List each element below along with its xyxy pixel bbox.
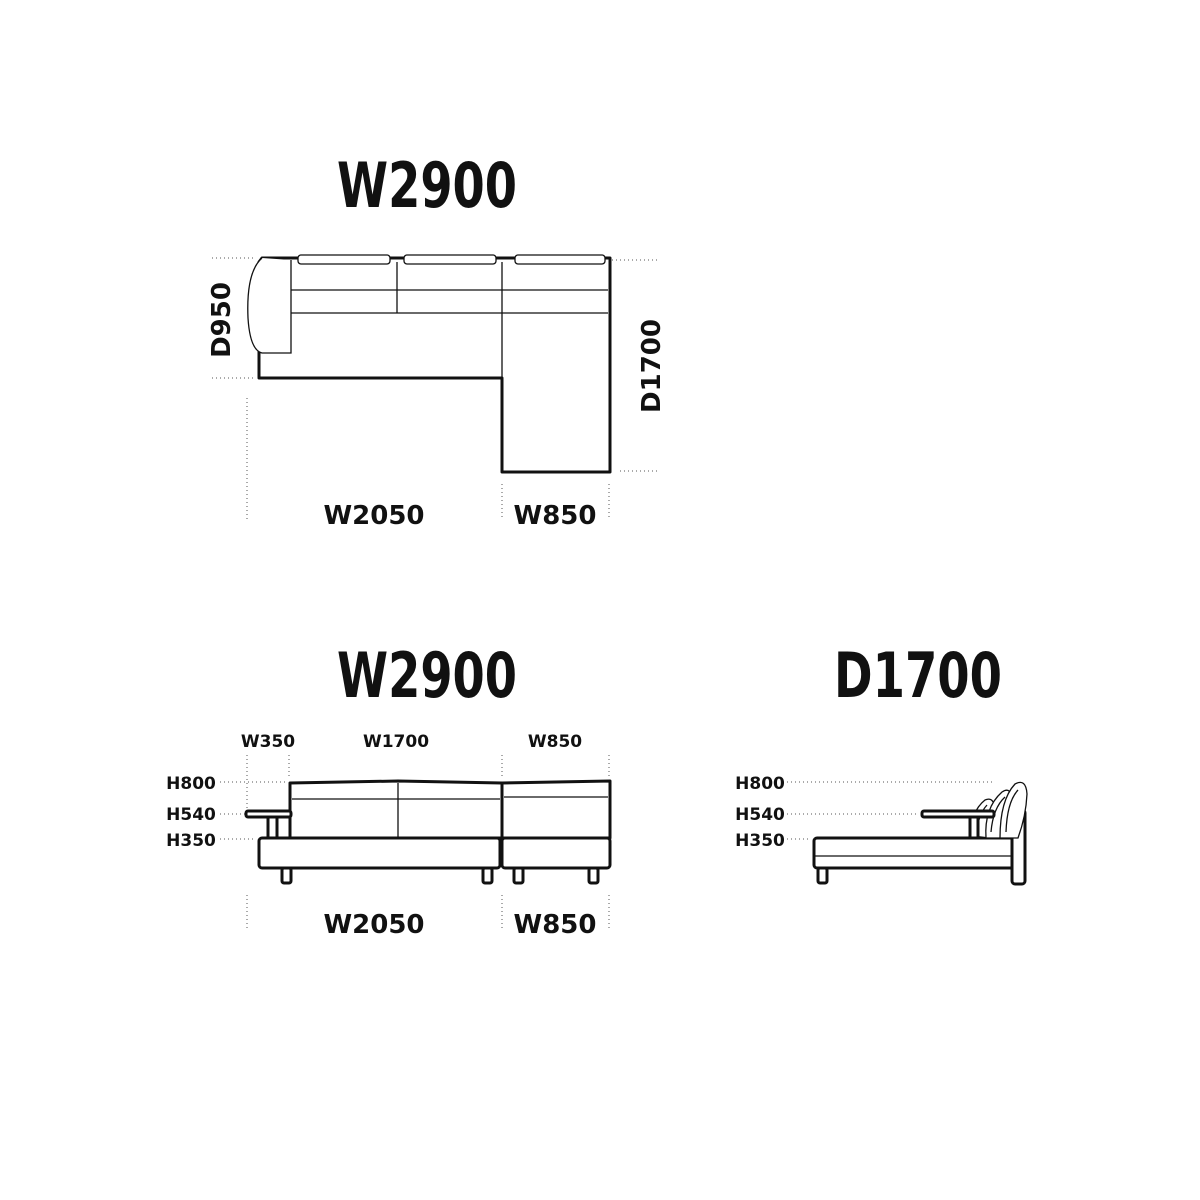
front-base-left <box>257 836 502 870</box>
side-h540-label: H540 <box>735 805 785 825</box>
front-right-width-label: W850 <box>528 732 582 752</box>
plan-view: W2900 D950 D1700 W2050 W850 <box>207 149 667 531</box>
side-base <box>812 836 1016 870</box>
front-h350-label: H350 <box>166 831 216 851</box>
plan-title: W2900 <box>337 149 517 222</box>
plan-back-cushion <box>297 254 391 265</box>
plan-depth-left-label: D950 <box>207 282 237 358</box>
front-width-left-label: W2050 <box>323 910 424 940</box>
front-back-right <box>500 779 612 840</box>
front-h800-label: H800 <box>166 774 216 794</box>
side-leg <box>816 866 829 885</box>
plan-back-cushion <box>403 254 497 265</box>
front-view: W2900 W350 W1700 W850 H800 H540 H350 <box>166 639 612 940</box>
plan-width-left-label: W2050 <box>323 501 424 531</box>
front-leg <box>587 866 600 885</box>
side-arm-tray <box>920 809 996 819</box>
front-title: W2900 <box>337 639 517 712</box>
front-leg <box>512 866 525 885</box>
front-arm-width-label: W350 <box>241 732 295 752</box>
side-view: D1700 H800 H540 H350 <box>735 639 1028 886</box>
side-arm-post <box>968 815 980 840</box>
front-leg <box>481 866 494 885</box>
side-title: D1700 <box>834 639 1002 712</box>
side-h350-label: H350 <box>735 831 785 851</box>
plan-arm <box>247 257 292 354</box>
front-arm-post <box>266 815 279 840</box>
side-h800-label: H800 <box>735 774 785 794</box>
front-width-right-label: W850 <box>514 910 597 940</box>
front-back-left <box>288 779 504 840</box>
plan-depth-right-label: D1700 <box>637 319 667 413</box>
front-h540-label: H540 <box>166 805 216 825</box>
front-base-right <box>500 836 612 870</box>
front-leg <box>280 866 293 885</box>
plan-back-cushion <box>514 254 606 265</box>
front-mid-width-label: W1700 <box>363 732 429 752</box>
plan-width-right-label: W850 <box>514 501 597 531</box>
